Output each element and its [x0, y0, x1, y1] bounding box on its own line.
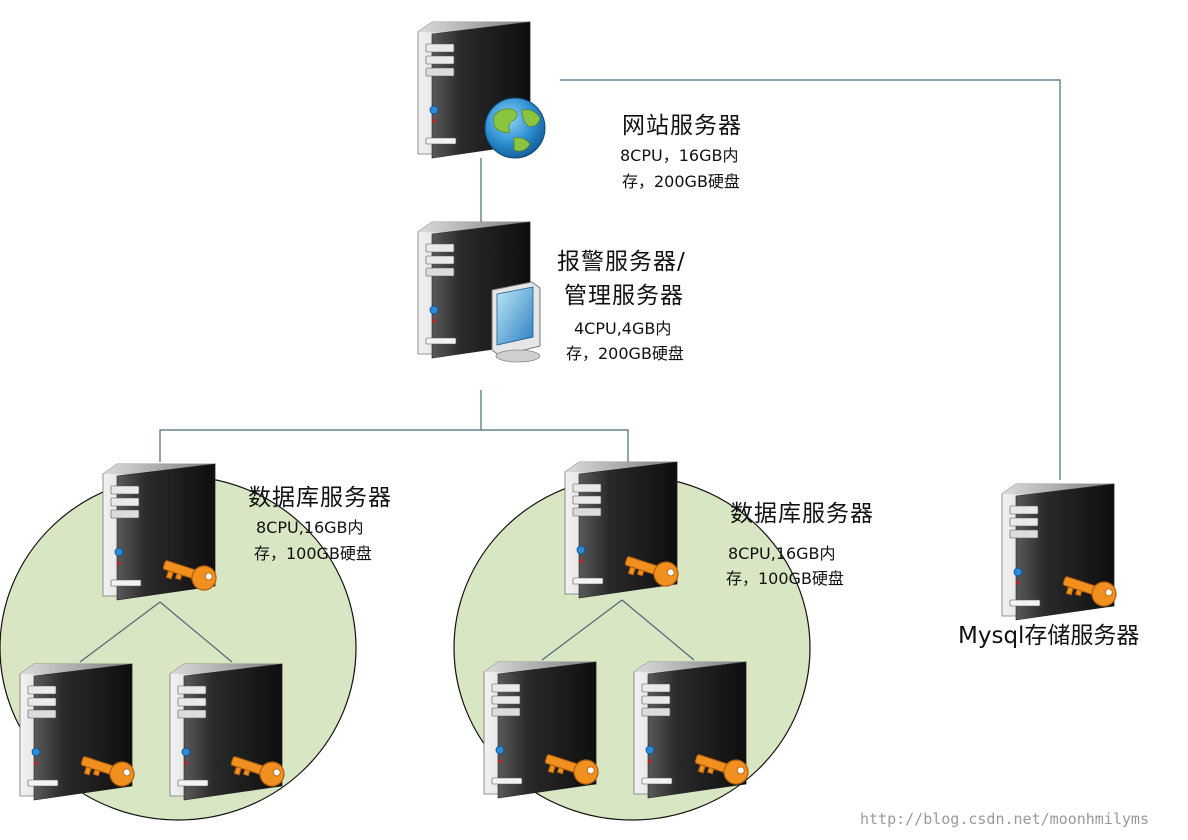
line-dbright-child2: [621, 599, 695, 661]
web-server-spec-line1: 8CPU，16GB内: [620, 146, 739, 165]
alarm-server-spec-line2: 存，200GB硬盘: [566, 344, 684, 363]
web-server-title: 网站服务器: [622, 113, 742, 139]
db-left-spec-line1: 8CPU,16GB内: [256, 518, 364, 537]
alarm-server: [417, 221, 541, 363]
web-server: [417, 21, 546, 159]
connection-lines: [79, 79, 1061, 663]
db-right-title: 数据库服务器: [730, 501, 874, 527]
watermark-url: http://blog.csdn.net/moonhmilyms: [860, 810, 1149, 828]
line-alarm-to-dbs: [159, 429, 629, 462]
db-left-title: 数据库服务器: [248, 485, 392, 511]
line-dbleft-child1: [79, 601, 161, 663]
mysql-server: [1001, 483, 1120, 621]
db-child-server-left-2: [169, 663, 288, 801]
line-web-to-mysql: [560, 79, 1061, 480]
globe-icon: [484, 97, 546, 159]
mysql-server-title: Mysql存储服务器: [958, 623, 1140, 649]
alarm-server-title-line2: 管理服务器: [564, 283, 684, 309]
db-right-spec-line1: 8CPU,16GB内: [728, 544, 836, 563]
line-dbright-child1: [541, 599, 623, 661]
monitor-icon: [491, 281, 541, 363]
alarm-server-spec-line1: 4CPU,4GB内: [574, 319, 672, 338]
alarm-server-title-line1: 报警服务器/: [557, 249, 686, 275]
db-right-spec-line2: 存，100GB硬盘: [726, 569, 844, 588]
web-server-spec-line2: 存，200GB硬盘: [622, 172, 740, 191]
line-dbleft-child2: [159, 601, 233, 663]
db-child-server-right-2: [633, 661, 752, 799]
db-server-left: [102, 463, 220, 601]
db-child-server-right-1: [483, 661, 602, 799]
db-child-server-left-1: [19, 663, 138, 801]
db-left-spec-line2: 存，100GB硬盘: [254, 544, 372, 563]
db-server-right: [564, 461, 682, 599]
